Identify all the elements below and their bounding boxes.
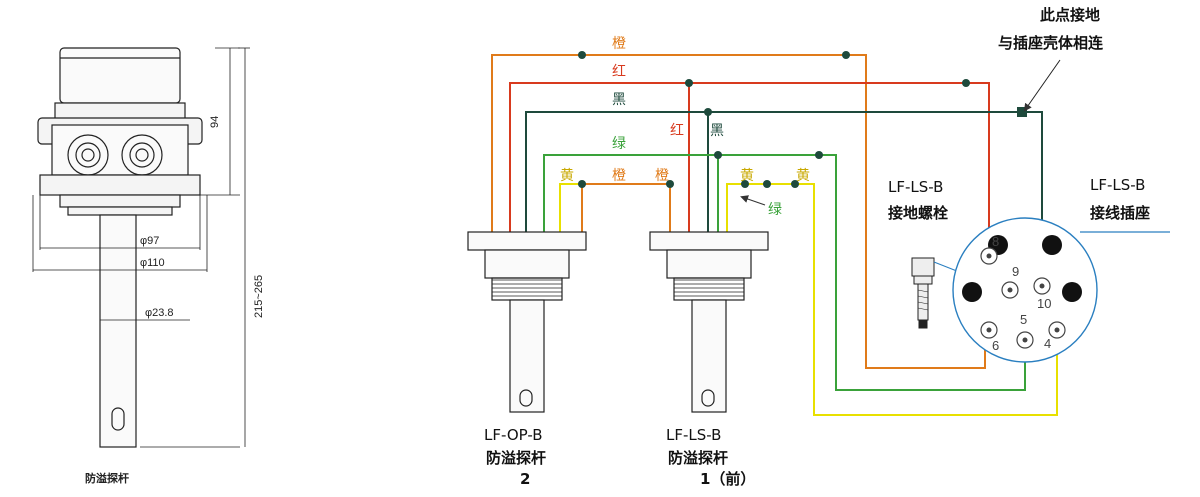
ground-bolt-name: 接地螺栓	[888, 204, 948, 222]
probe-2-name: 防溢探杆	[486, 449, 546, 467]
label-yellow-1b: 黄	[796, 167, 810, 184]
dim-height-94: 94	[209, 116, 221, 128]
probe-2-number: 2	[520, 470, 530, 488]
dim-diameter-97: φ97	[140, 235, 159, 247]
socket-pin-label-8: 8	[992, 234, 999, 249]
probe-1-drawing	[649, 231, 769, 413]
socket-pin-label-10: 10	[1037, 296, 1051, 311]
probe-1-name: 防溢探杆	[668, 449, 728, 467]
label-green-arrow: 绿	[768, 202, 782, 218]
wire-orange	[491, 54, 986, 369]
wire-orange-link	[581, 183, 671, 232]
wire-black	[525, 111, 1043, 280]
label-yellow-1a: 黄	[740, 167, 754, 184]
label-black-mid: 黑	[710, 123, 724, 139]
wires	[491, 54, 1058, 416]
label-green-top: 绿	[612, 136, 626, 152]
dim-height-total: 215~265	[253, 275, 265, 318]
probe-2-drawing	[467, 231, 587, 413]
ground-note-line2: 与插座壳体相连	[998, 34, 1104, 52]
dim-diameter-110: φ110	[140, 257, 165, 269]
socket-connector: 8 9 10 6 5 4	[952, 217, 1098, 363]
label-orange-top: 橙	[612, 36, 626, 52]
ground-note-line1: 此点接地	[1040, 6, 1100, 24]
wire-yellow-1	[726, 183, 1058, 416]
label-red-mid: 红	[670, 123, 684, 139]
socket-pin-label-4: 4	[1044, 336, 1051, 351]
socket-pin-label-5: 5	[1020, 312, 1027, 327]
ground-bolt-model: LF-LS-B	[888, 178, 943, 196]
socket-name: 接线插座	[1090, 204, 1150, 222]
socket-model: LF-LS-B	[1090, 176, 1145, 194]
probe-mechanical-drawing	[32, 47, 250, 448]
socket-pin-label-9: 9	[1012, 264, 1019, 279]
probe-1-model: LF-LS-B	[666, 426, 721, 444]
label-red-top: 红	[612, 64, 626, 80]
probe-2-model: LF-OP-B	[484, 426, 543, 444]
wire-red	[509, 82, 990, 244]
dim-diameter-23-8: φ23.8	[145, 307, 174, 319]
label-orange-link: 橙	[612, 168, 626, 184]
left-drawing-caption: 防溢探杆	[85, 471, 129, 485]
wire-yellow-2	[559, 183, 582, 232]
junction-dots	[578, 51, 1027, 188]
label-black-top: 黑	[612, 92, 626, 108]
label-orange-link-2: 橙	[655, 168, 669, 184]
wire-green	[543, 154, 1026, 391]
probe-1-number: 1（前）	[700, 470, 755, 488]
socket-pin-label-6: 6	[992, 338, 999, 353]
label-yellow-2: 黄	[560, 167, 574, 184]
